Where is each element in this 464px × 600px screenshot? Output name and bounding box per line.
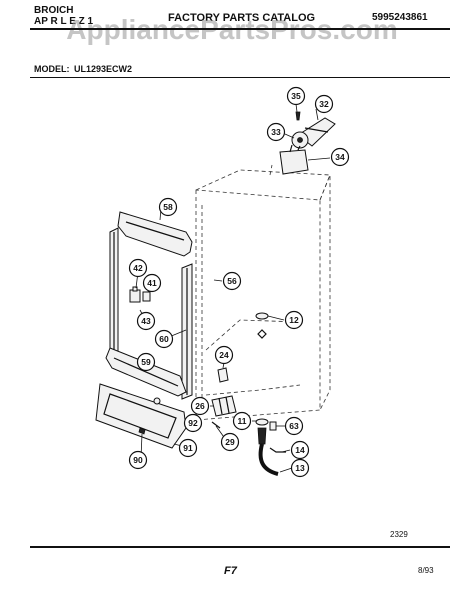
page-code: F7 (224, 565, 237, 577)
footer-rule (30, 546, 450, 548)
callout-58: 58 (158, 197, 178, 217)
callout-number: 13 (295, 463, 305, 473)
callout-41: 41 (142, 273, 162, 293)
callout-circle (284, 310, 304, 330)
callout-13: 13 (290, 458, 310, 478)
callout-circle (128, 258, 148, 278)
callout-number: 32 (319, 99, 329, 109)
callout-34: 34 (330, 147, 350, 167)
callout-circle (290, 440, 310, 460)
model-number: UL1293ECW2 (74, 64, 133, 74)
callout-circle (183, 413, 203, 433)
callout-number: 43 (141, 316, 151, 326)
header-rule (30, 28, 450, 30)
callout-number: 14 (295, 445, 305, 455)
callout-number: 58 (163, 202, 173, 212)
callout-60: 60 (154, 329, 174, 349)
callout-circle (142, 273, 162, 293)
callout-92: 92 (183, 413, 203, 433)
thermostat-assembly (279, 111, 336, 175)
callout-circle (178, 438, 198, 458)
callout-circle (314, 94, 334, 114)
callout-56: 56 (222, 271, 242, 291)
cabinet-outline (195, 164, 331, 421)
callout-35: 35 (286, 86, 306, 106)
callout-number: 92 (188, 418, 198, 428)
callout-number: 60 (159, 334, 169, 344)
callout-circle (330, 147, 350, 167)
model-rule (30, 77, 450, 78)
model-label: MODEL: (34, 64, 70, 74)
callout-11: 11 (232, 411, 252, 431)
door-gasket (105, 211, 193, 400)
callout-circle (154, 329, 174, 349)
callout-90: 90 (128, 450, 148, 470)
callout-91: 91 (178, 438, 198, 458)
callout-number: 35 (291, 91, 301, 101)
drain-parts (211, 312, 286, 476)
callout-number: 29 (225, 437, 235, 447)
kick-plate (95, 383, 187, 449)
brand-line-2: AP R L E Z 1 (34, 16, 94, 27)
callout-number: 56 (227, 276, 237, 286)
callout-number: 12 (289, 315, 299, 325)
callout-63: 63 (284, 416, 304, 436)
brand-line-1: BROICH (34, 5, 74, 16)
callout-29: 29 (220, 432, 240, 452)
callout-59: 59 (136, 352, 156, 372)
callout-circle (284, 416, 304, 436)
callout-24: 24 (214, 345, 234, 365)
callout-circle (136, 311, 156, 331)
callout-number: 59 (141, 357, 151, 367)
callout-32: 32 (314, 94, 334, 114)
callout-number: 33 (271, 127, 281, 137)
callout-number: 90 (133, 455, 143, 465)
callout-circle (128, 450, 148, 470)
drawing-number: 2329 (390, 530, 408, 539)
callout-43: 43 (136, 311, 156, 331)
callout-circle (190, 396, 210, 416)
callout-circle (220, 432, 240, 452)
callout-number: 63 (289, 421, 299, 431)
callout-number: 91 (183, 443, 193, 453)
callout-circle (158, 197, 178, 217)
callout-circle (286, 86, 306, 106)
callout-33: 33 (266, 122, 286, 142)
catalog-number: 5995243861 (372, 12, 428, 23)
callout-number: 41 (147, 278, 157, 288)
revision-date: 8/93 (418, 566, 434, 575)
callout-circle (266, 122, 286, 142)
callout-number: 26 (195, 401, 205, 411)
catalog-title: FACTORY PARTS CATALOG (168, 12, 316, 24)
callout-number: 34 (335, 152, 345, 162)
callout-circle (136, 352, 156, 372)
callout-group: 35 32 33 34 58 42 41 56 43 60 12 24 59 26 11 63 92 29 14 90… (128, 86, 350, 478)
callout-number: 24 (219, 350, 229, 360)
callout-circle (290, 458, 310, 478)
callout-42: 42 (128, 258, 148, 278)
callout-12: 12 (284, 310, 304, 330)
callout-14: 14 (290, 440, 310, 460)
callout-circle (214, 345, 234, 365)
callout-circle (232, 411, 252, 431)
callout-circle (222, 271, 242, 291)
callout-number: 42 (133, 263, 143, 273)
callout-26: 26 (190, 396, 210, 416)
hinge-parts (129, 286, 151, 303)
callout-number: 11 (238, 416, 247, 426)
